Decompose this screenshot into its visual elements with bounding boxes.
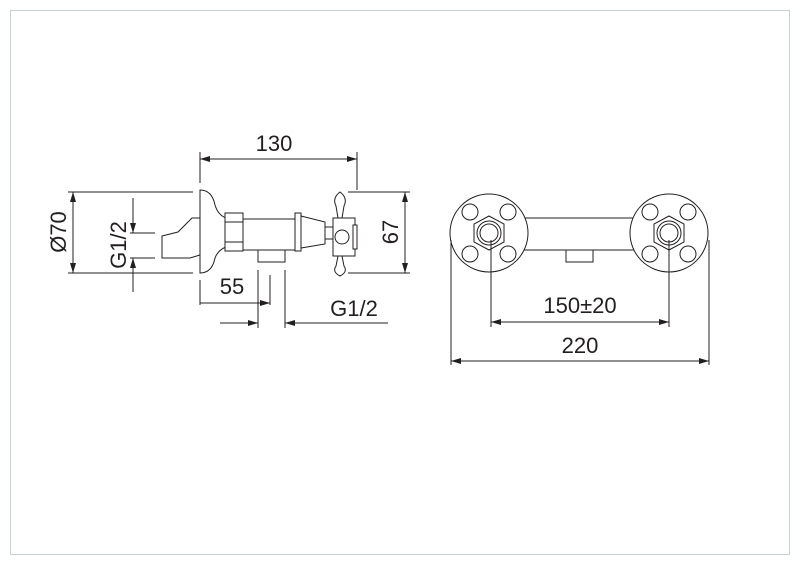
dim-outlet-thread: G1/2 bbox=[330, 296, 378, 321]
handle-arm-top bbox=[334, 191, 346, 219]
side-view: 130 Ø70 G1/2 67 55 G1/2 bbox=[46, 131, 410, 328]
bonnet bbox=[300, 215, 326, 249]
dim-centre-distance: 150±20 bbox=[543, 293, 616, 318]
front-view: 150±20 220 bbox=[449, 193, 710, 365]
dim-outlet-offset: 55 bbox=[220, 274, 244, 299]
handle-arm-bottom bbox=[334, 255, 346, 277]
dim-overall-width: 220 bbox=[562, 333, 599, 358]
wall-flange bbox=[199, 189, 227, 274]
dim-overall-length: 130 bbox=[256, 131, 293, 156]
hex-nut bbox=[224, 212, 244, 252]
dim-flange-diameter: Ø70 bbox=[46, 211, 71, 253]
front-outlet bbox=[565, 249, 594, 263]
right-handle bbox=[629, 193, 709, 273]
valve-body bbox=[242, 218, 296, 251]
left-handle bbox=[449, 193, 529, 273]
dim-handle-height: 67 bbox=[378, 220, 403, 244]
outlet bbox=[257, 249, 286, 263]
elbow-inlet bbox=[161, 217, 201, 259]
drawing-frame bbox=[10, 10, 790, 555]
dim-inlet-thread: G1/2 bbox=[106, 221, 131, 269]
